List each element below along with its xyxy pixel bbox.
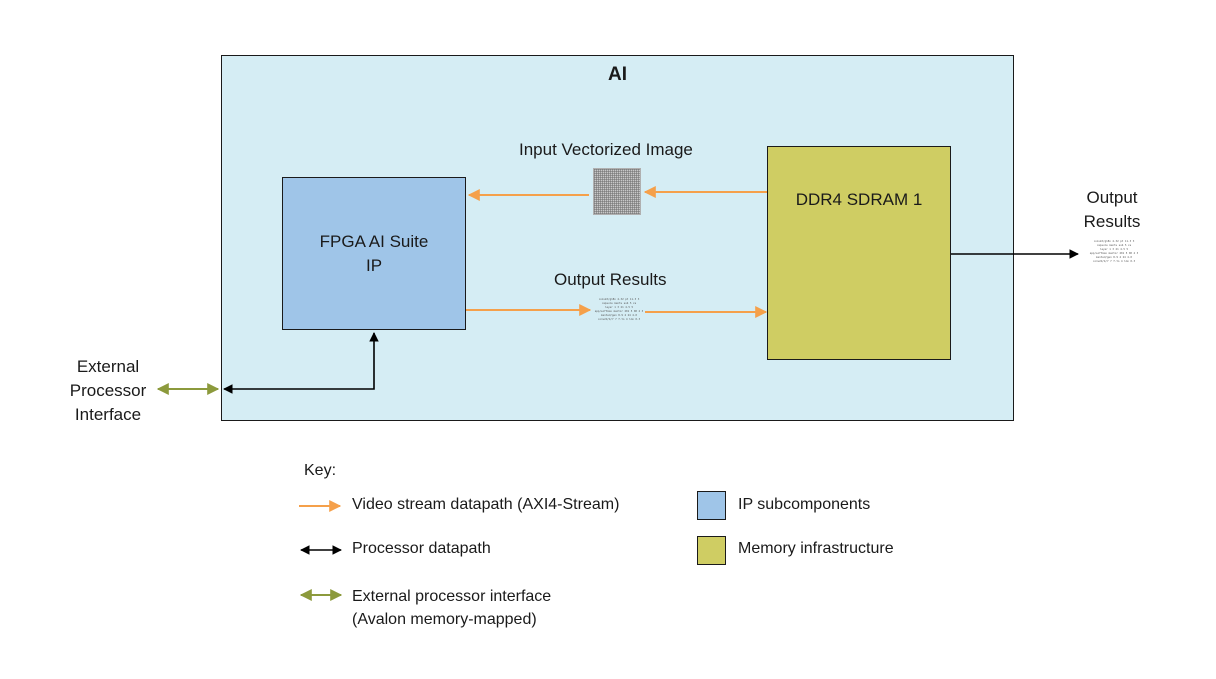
fpga-block-label: FPGA AI Suite IP — [319, 231, 429, 275]
key-external-label: External processor interface (Avalon mem… — [352, 588, 552, 628]
fpga-ai-suite-ip-block: FPGA AI Suite IP — [282, 177, 466, 330]
output-line: conv2d/g18x 4.32 pt 11.3 3 — [598, 298, 640, 301]
ddr4-sdram-block: DDR4 SDRAM 1 — [767, 146, 951, 360]
output-line: conv2d/g18x 4.32 pt 11.3 3 — [1093, 240, 1135, 243]
key-ip-subcomponents-label: IP subcomponents — [738, 496, 871, 513]
ai-region-title: AI — [608, 64, 627, 85]
output-line: mented/gen 8.9 4 24 4.0 — [601, 314, 637, 317]
key-memory-swatch — [697, 536, 726, 565]
output-line: mented/gen 8.9 4 24 4.0 — [1096, 256, 1132, 259]
output-results-label-mid: Output Results — [554, 270, 667, 289]
output-results-text-mid: conv2d/g18x 4.32 pt 11.3 3 capsule ments… — [595, 298, 643, 322]
input-vectorized-image-label: Input Vectorized Image — [519, 140, 693, 159]
output-line: capsule ments sub 5 xs — [1096, 244, 1132, 247]
key-title: Key: — [304, 462, 337, 479]
external-processor-interface-label: External Processor Interface — [69, 357, 147, 424]
output-results-text-right: conv2d/g18x 4.32 pt 11.3 3 capsule ments… — [1090, 240, 1138, 264]
output-line: layer 1 3 21 4.5 5 — [1099, 248, 1129, 251]
output-line: conv2d/4/7 7 f.to 4 lmn 0.3 — [597, 318, 641, 321]
output-results-label-right: Output Results — [1083, 188, 1141, 231]
output-line: app/softmax mentor 201 5 00 4 3 — [1089, 252, 1139, 255]
key-video-stream-label: Video stream datapath (AXI4-Stream) — [352, 496, 620, 513]
key-memory-label: Memory infrastructure — [738, 540, 894, 557]
processor-datapath-arrow — [223, 332, 379, 394]
output-line: layer 1 3 21 4.5 5 — [604, 306, 634, 309]
output-line: conv2d/4/7 7 f.to 4 lmn 0.3 — [1092, 260, 1136, 263]
key-processor-label: Processor datapath — [352, 540, 491, 557]
input-vectorized-image — [593, 168, 641, 215]
output-line: app/softmax mentor 201 5 00 4 3 — [594, 310, 644, 313]
ddr4-block-label: DDR4 SDRAM 1 — [795, 190, 923, 209]
key-ip-subcomponents-swatch — [697, 491, 726, 520]
output-line: capsule ments sub 5 xs — [601, 302, 637, 305]
